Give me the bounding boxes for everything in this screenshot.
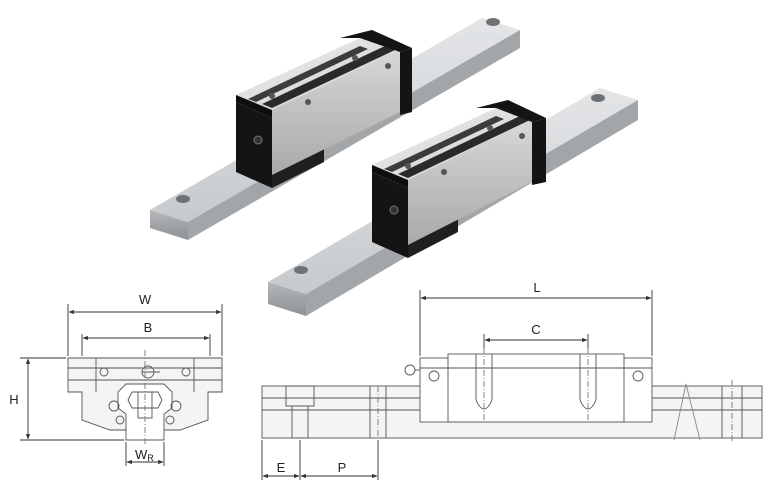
- dim-label-C: C: [531, 322, 540, 337]
- end-view-dimensions: [20, 304, 223, 466]
- screw-icon: [519, 133, 525, 139]
- dim-label-W: W: [139, 292, 152, 307]
- dim-label-WR-sub: R: [147, 453, 154, 463]
- rail-hole-icon: [294, 266, 308, 274]
- dim-label-E: E: [277, 460, 286, 475]
- screw-icon: [352, 55, 358, 61]
- side-view-dimensions: [261, 290, 653, 480]
- carriage-front: [372, 100, 546, 258]
- dim-label-P: P: [338, 460, 347, 475]
- dim-label-L: L: [533, 280, 540, 295]
- side-view-drawing: [261, 348, 763, 442]
- screw-icon: [405, 163, 411, 169]
- end-view-drawing: [67, 350, 223, 445]
- grease-nipple-icon: [389, 205, 399, 215]
- grease-nipple-icon: [253, 135, 263, 145]
- rail-hole-icon: [591, 94, 605, 102]
- dim-label-H: H: [9, 392, 18, 407]
- screw-icon: [385, 63, 391, 69]
- rail-hole-icon: [176, 195, 190, 203]
- carriage-back: [236, 30, 412, 188]
- screw-icon: [305, 99, 311, 105]
- dim-label-WR-main: W: [135, 447, 148, 462]
- screw-icon: [487, 125, 493, 131]
- dim-label-B: B: [144, 320, 153, 335]
- rail-hole-icon: [486, 18, 500, 26]
- screw-icon: [269, 93, 275, 99]
- screw-icon: [441, 169, 447, 175]
- dim-label-WR: WR: [135, 447, 154, 463]
